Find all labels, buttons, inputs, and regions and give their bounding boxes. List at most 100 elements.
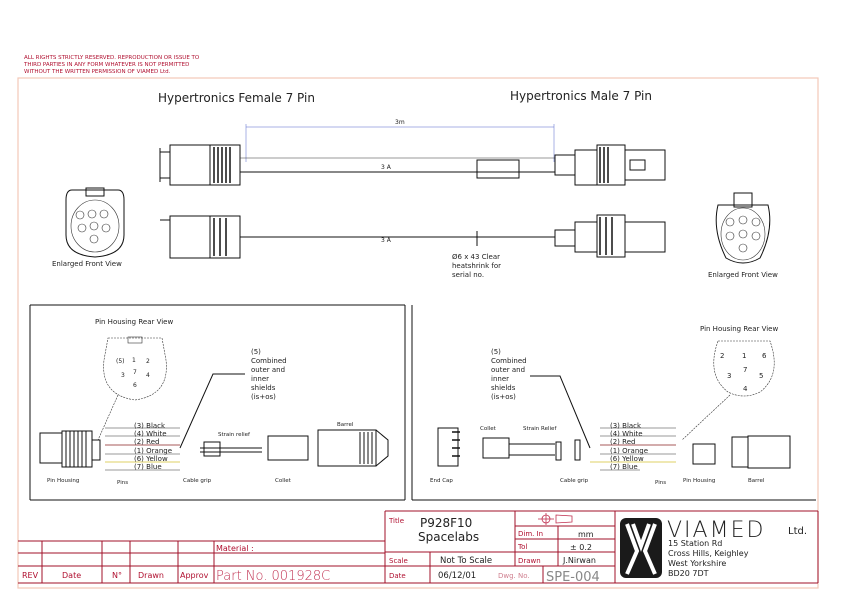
company-address: 15 Station Rd Cross Hills, Keighley West…: [668, 539, 749, 578]
left-wiring-detail: Pin Housing Rear View (5) 1 2 3 4 7 6 (3…: [39, 318, 389, 486]
label: 1: [742, 352, 746, 360]
length-dimension: 3m: [245, 119, 555, 162]
label: 7: [743, 366, 747, 374]
label: Dim. In: [518, 530, 543, 538]
label: Enlarged Front View: [52, 260, 122, 268]
pin-layout: 2 1 6 3 7 5 4: [720, 352, 767, 393]
company-name: VIAMED: [667, 518, 765, 543]
label: Strain relief: [218, 432, 251, 438]
label: (is+os): [251, 393, 276, 401]
label: Ø6 x 43 Clear: [452, 253, 500, 261]
male-front-view: Enlarged Front View: [708, 192, 778, 279]
label: N°: [112, 571, 122, 580]
label: (4) White: [134, 430, 167, 438]
label: (6) Yellow: [134, 455, 168, 463]
drawing-number: SPE-004: [546, 570, 600, 585]
label: Drawn: [138, 571, 164, 580]
label: Title: [388, 517, 404, 525]
label: (7) Blue: [134, 463, 162, 471]
cable-lower: 3 A: [160, 214, 666, 259]
label: 5: [759, 372, 763, 380]
label: 6: [133, 382, 137, 389]
label: J.Nirwan: [562, 556, 596, 565]
label: (6) Yellow: [610, 455, 644, 463]
notice-line: ALL RIGHTS STRICTLY RESERVED. REPRODUCTI…: [24, 55, 200, 61]
label: Enlarged Front View: [708, 271, 778, 279]
label: Approv: [180, 571, 209, 580]
revision-table: REV Date N° Drawn Approv Material : Part…: [18, 540, 818, 584]
label: BD20 7DT: [668, 569, 709, 578]
label: West Yorkshire: [668, 559, 726, 568]
label: (2) Red: [134, 438, 159, 446]
right-connector-title: Hypertronics Male 7 Pin: [510, 89, 652, 103]
cable-assembly-left: [200, 429, 389, 467]
label: shields: [251, 384, 276, 392]
notice-line: WITHOUT THE WRITTEN PERMISSION OF VIAMED…: [24, 69, 171, 75]
label: 3: [121, 372, 125, 379]
top-assembly-view: Hypertronics Female 7 Pin Hypertronics M…: [52, 89, 778, 279]
label: Date: [62, 571, 81, 580]
label: Cable grip: [183, 478, 212, 484]
notice-line: THIRD PARTIES IN ANY FORM WHATEVER IS NO…: [23, 62, 189, 68]
detail-title: Pin Housing Rear View: [700, 325, 778, 333]
label: (3) Black: [134, 422, 166, 430]
label: Barrel: [748, 478, 765, 484]
wire-list: (3) Black (4) White (2) Red (1) Orange (…: [105, 422, 180, 471]
label: Combined: [251, 357, 287, 365]
label: Cable grip: [560, 478, 589, 484]
label: Pins: [117, 480, 128, 486]
drawing-title: P928F10: [420, 516, 472, 530]
label: 3 A: [381, 164, 392, 171]
label: 3 A: [381, 237, 392, 244]
label: (1) Orange: [134, 447, 172, 455]
label: 06/12/01: [438, 571, 476, 581]
drawing-subtitle: Spacelabs: [418, 530, 479, 544]
label: (5): [491, 348, 501, 356]
female-front-view: Enlarged Front View: [52, 187, 125, 268]
label: REV: [22, 571, 39, 580]
label: Pin Housing: [47, 478, 79, 484]
label: outer and: [491, 366, 525, 374]
label: Not To Scale: [440, 556, 492, 566]
company-block: VIAMED Ltd. 15 Station Rd Cross Hills, K…: [620, 518, 807, 578]
label: (7) Blue: [610, 463, 638, 471]
label: Barrel: [337, 422, 354, 428]
label: 6: [762, 352, 767, 360]
material-label: Material :: [216, 544, 254, 553]
copyright-notice: ALL RIGHTS STRICTLY RESERVED. REPRODUCTI…: [23, 55, 200, 75]
shield-note: (5) Combined outer and inner shields (is…: [179, 348, 287, 449]
label: (5): [116, 358, 125, 365]
label: 3: [727, 372, 731, 380]
label: 1: [132, 357, 136, 364]
label: Drawn: [518, 557, 541, 565]
label: 7: [133, 369, 137, 376]
title-block: Title Scale Date Dim. In Tol Drawn Dwg. …: [384, 510, 819, 585]
label: heatshrink for: [452, 262, 501, 270]
label: Scale: [389, 557, 408, 565]
label: Ltd.: [788, 526, 807, 537]
label: mm: [578, 530, 594, 539]
pin-housing-drawing: [39, 430, 101, 468]
label: serial no.: [452, 271, 484, 279]
part-number: Part No. 001928C: [216, 569, 330, 584]
label: Collet: [480, 426, 497, 432]
label: (4) White: [610, 430, 643, 438]
cable-assembly-right: [437, 427, 791, 469]
label: Tol: [517, 543, 527, 551]
label: Pins: [655, 480, 666, 486]
cable-upper: 3 A: [159, 144, 666, 186]
label: Combined: [491, 357, 527, 365]
label: 4: [743, 385, 748, 393]
label: 3m: [395, 119, 405, 126]
label: (2) Red: [610, 438, 635, 446]
label: 2: [146, 358, 150, 365]
label: 4: [146, 372, 150, 379]
shield-note: (5) Combined outer and inner shields (is…: [491, 348, 591, 449]
heatshrink-note: Ø6 x 43 Clear heatshrink for serial no.: [452, 253, 501, 279]
right-wiring-detail: Pin Housing Rear View 2 1 6 3 7 5 4 (3) …: [430, 325, 791, 486]
wire-list: (3) Black (4) White (2) Red (1) Orange (…: [590, 422, 676, 471]
drawing-border: [17, 77, 819, 589]
label: 2: [720, 352, 724, 360]
detail-title: Pin Housing Rear View: [95, 318, 173, 326]
